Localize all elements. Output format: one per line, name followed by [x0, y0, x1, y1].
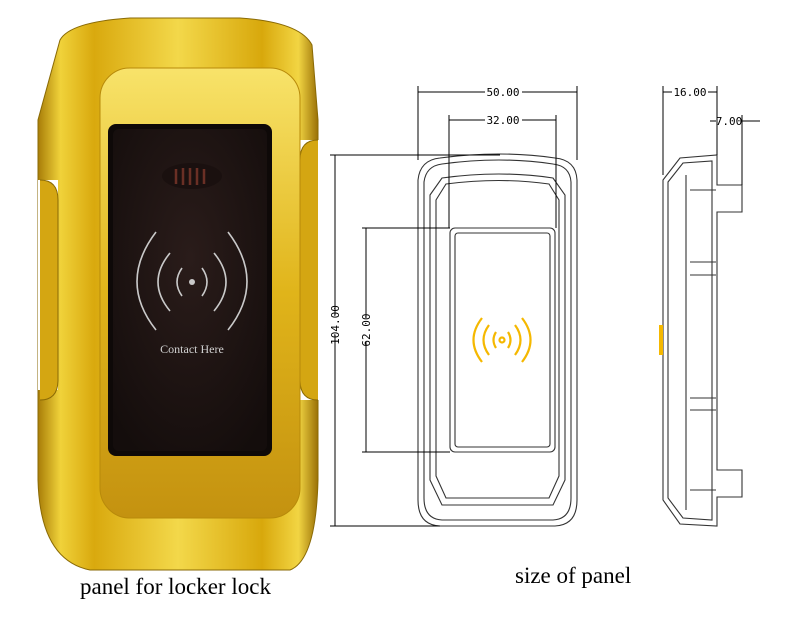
dimension-height-window: 62.00 [360, 313, 373, 346]
contact-label: Contact Here [160, 342, 224, 356]
dimension-height-outer: 104.00 [329, 305, 342, 345]
led-window [162, 163, 222, 189]
dimension-width-window: 32.00 [486, 114, 519, 127]
dimension-depth-front: 7.00 [716, 115, 743, 128]
rfid-symbol-icon [472, 317, 532, 363]
lock-panel-photo [37, 17, 320, 571]
photo-caption: panel for locker lock [80, 574, 271, 599]
rfid-contact-icon [136, 231, 248, 331]
dimension-depth-total: 16.00 [673, 86, 706, 99]
drawing-caption: size of panel [515, 563, 632, 588]
led-indicator-icon [174, 168, 206, 185]
front-view-drawing [330, 86, 578, 527]
side-view-drawing [659, 86, 760, 527]
dimension-width-outer: 50.00 [486, 86, 519, 99]
